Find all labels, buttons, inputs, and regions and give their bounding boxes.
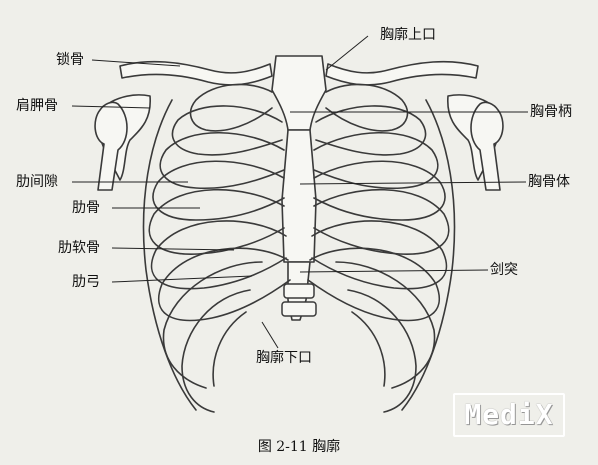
figure-caption: 图 2-11 胸廓 [257,439,341,455]
manubrium-shape [271,55,327,131]
right-rib-4 [313,160,446,221]
leader-clavicle [91,59,181,67]
label-inferior-aperture: 胸廓下口 [256,350,312,366]
leader-arch [111,275,253,283]
label-costal-arch: 肋弓 [72,274,100,290]
left-clavicle [119,60,273,86]
right-rib-7 [307,247,441,322]
left-rib-2 [171,105,283,156]
right-rib-9 [347,289,417,413]
left-rib-4 [152,160,285,221]
label-intercostal-space: 肋间隙 [16,174,58,190]
medix-watermark: MedіX [453,393,565,437]
left-rib-10 [212,311,247,387]
right-rib-5 [313,188,450,255]
left-humerus [94,101,128,191]
right-clavicle [325,60,479,86]
leader-inferior [261,321,279,349]
leader-superior [325,35,369,71]
left-rib-6 [150,220,287,290]
leader-sternum-body [299,181,527,185]
label-sternum-body: 胸骨体 [528,174,570,190]
right-humerus [470,101,504,191]
left-rib-5 [148,188,285,255]
right-rib-1 [325,83,409,132]
left-outer-cage [142,99,197,411]
left-rib-1 [189,83,273,132]
label-superior-aperture: 胸廓上口 [380,27,436,43]
sternum-body-shape [281,129,317,263]
left-rib-3 [159,131,285,190]
vertebra-1 [283,283,315,299]
right-rib-2 [315,105,427,156]
label-rib: 肋骨 [72,200,100,216]
left-rib-7 [157,247,291,322]
leader-xiphoid [299,269,489,273]
vertebra-2 [281,301,317,317]
label-manubrium: 胸骨柄 [530,104,572,120]
leader-cartilage [111,247,235,251]
right-rib-10 [351,311,386,387]
right-rib-6 [311,220,448,290]
label-clavicle: 锁骨 [56,52,84,68]
label-costal-cartilage: 肋软骨 [58,240,100,256]
label-scapula: 肩胛骨 [16,98,58,114]
left-rib-9 [181,289,251,413]
right-rib-3 [313,131,439,190]
label-xiphoid: 剑突 [490,262,518,278]
leader-scapula [71,105,151,109]
